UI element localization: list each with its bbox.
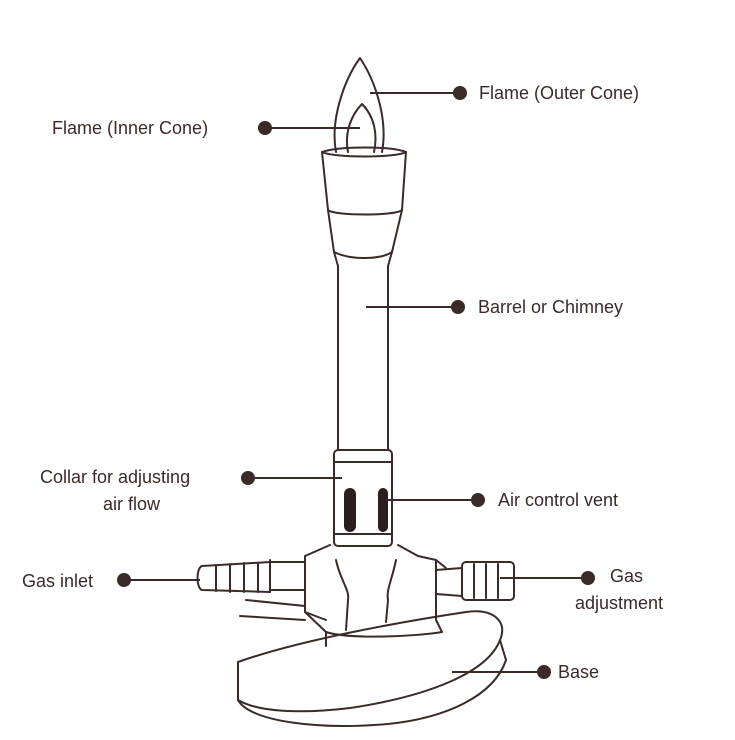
barrel-tube — [337, 265, 389, 451]
flame-inner-cone — [346, 103, 377, 153]
air-vent-slot-right — [378, 488, 388, 532]
leader-air-vent — [386, 493, 485, 507]
leader-gas-adjustment — [500, 571, 595, 585]
leader-gas-inlet — [117, 573, 200, 587]
leader-flame-outer — [370, 86, 467, 100]
label-collar-line1: Collar for adjusting — [40, 467, 191, 487]
air-collar — [333, 449, 393, 547]
burner-base — [237, 610, 507, 727]
label-air-vent: Air control vent — [498, 490, 619, 510]
label-barrel: Barrel or Chimney — [478, 297, 624, 317]
gas-inlet-nozzle — [196, 559, 306, 593]
burner-top-cup — [321, 146, 407, 267]
leader-collar — [241, 471, 342, 485]
leader-base — [452, 665, 551, 679]
label-gas-inlet: Gas inlet — [22, 571, 94, 591]
label-collar-line2: air flow — [103, 494, 161, 514]
burner-body — [239, 544, 447, 647]
air-control-vents — [344, 488, 388, 532]
gas-adjustment-knob — [435, 561, 515, 601]
leader-barrel — [366, 300, 465, 314]
leader-flame-inner — [258, 121, 360, 135]
label-flame-inner: Flame (Inner Cone) — [52, 118, 209, 138]
air-vent-slot-left — [344, 488, 356, 532]
flame-outer-cone — [333, 57, 385, 153]
label-gas-adjustment-line2: adjustment — [575, 593, 664, 613]
label-flame-outer: Flame (Outer Cone) — [479, 83, 640, 103]
label-gas-adjustment-line1: Gas — [610, 566, 644, 586]
label-base: Base — [558, 662, 600, 682]
